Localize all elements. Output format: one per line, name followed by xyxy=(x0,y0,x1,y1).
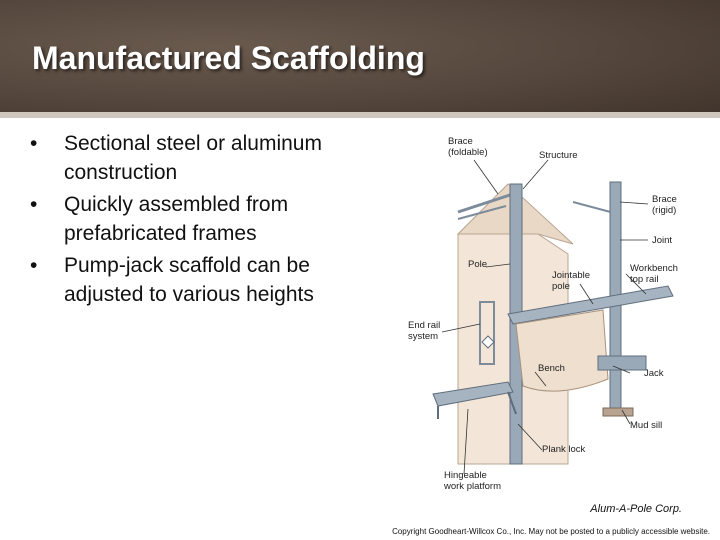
scaffold-illustration: Brace (foldable) Structure Brace (rigid)… xyxy=(398,124,714,494)
label-workbench-top-rail: Workbench top rail xyxy=(630,263,678,285)
label-joint: Joint xyxy=(652,235,673,246)
label-brace-foldable: Brace (foldable) xyxy=(448,136,488,158)
label-hingeable-work-platform: Hingeable work platform xyxy=(444,470,502,492)
label-plank-lock: Plank lock xyxy=(542,444,586,455)
bullet-item: Sectional steel or aluminum construction xyxy=(30,130,350,187)
title-bar: Manufactured Scaffolding xyxy=(0,0,720,118)
bullet-item: Quickly assembled from prefabricated fra… xyxy=(30,191,350,248)
label-jack: Jack xyxy=(644,368,664,379)
image-credit: Alum-A-Pole Corp. xyxy=(590,503,682,515)
label-brace-rigid: Brace (rigid) xyxy=(652,194,677,216)
label-end-rail-system: End rail system xyxy=(408,320,441,342)
bullet-list: Sectional steel or aluminum construction… xyxy=(30,130,350,313)
label-bench: Bench xyxy=(538,363,565,374)
slide-title: Manufactured Scaffolding xyxy=(32,40,425,76)
copyright-notice: Copyright Goodheart-Willcox Co., Inc. Ma… xyxy=(392,527,710,536)
label-pole: Pole xyxy=(468,259,488,270)
label-structure: Structure xyxy=(539,150,578,161)
label-jointable-pole: Jointable pole xyxy=(552,270,591,292)
bullet-item: Pump-jack scaffold can be adjusted to va… xyxy=(30,252,350,309)
label-mud-sill: Mud sill xyxy=(630,420,663,431)
scaffold-drawing xyxy=(432,159,674,475)
